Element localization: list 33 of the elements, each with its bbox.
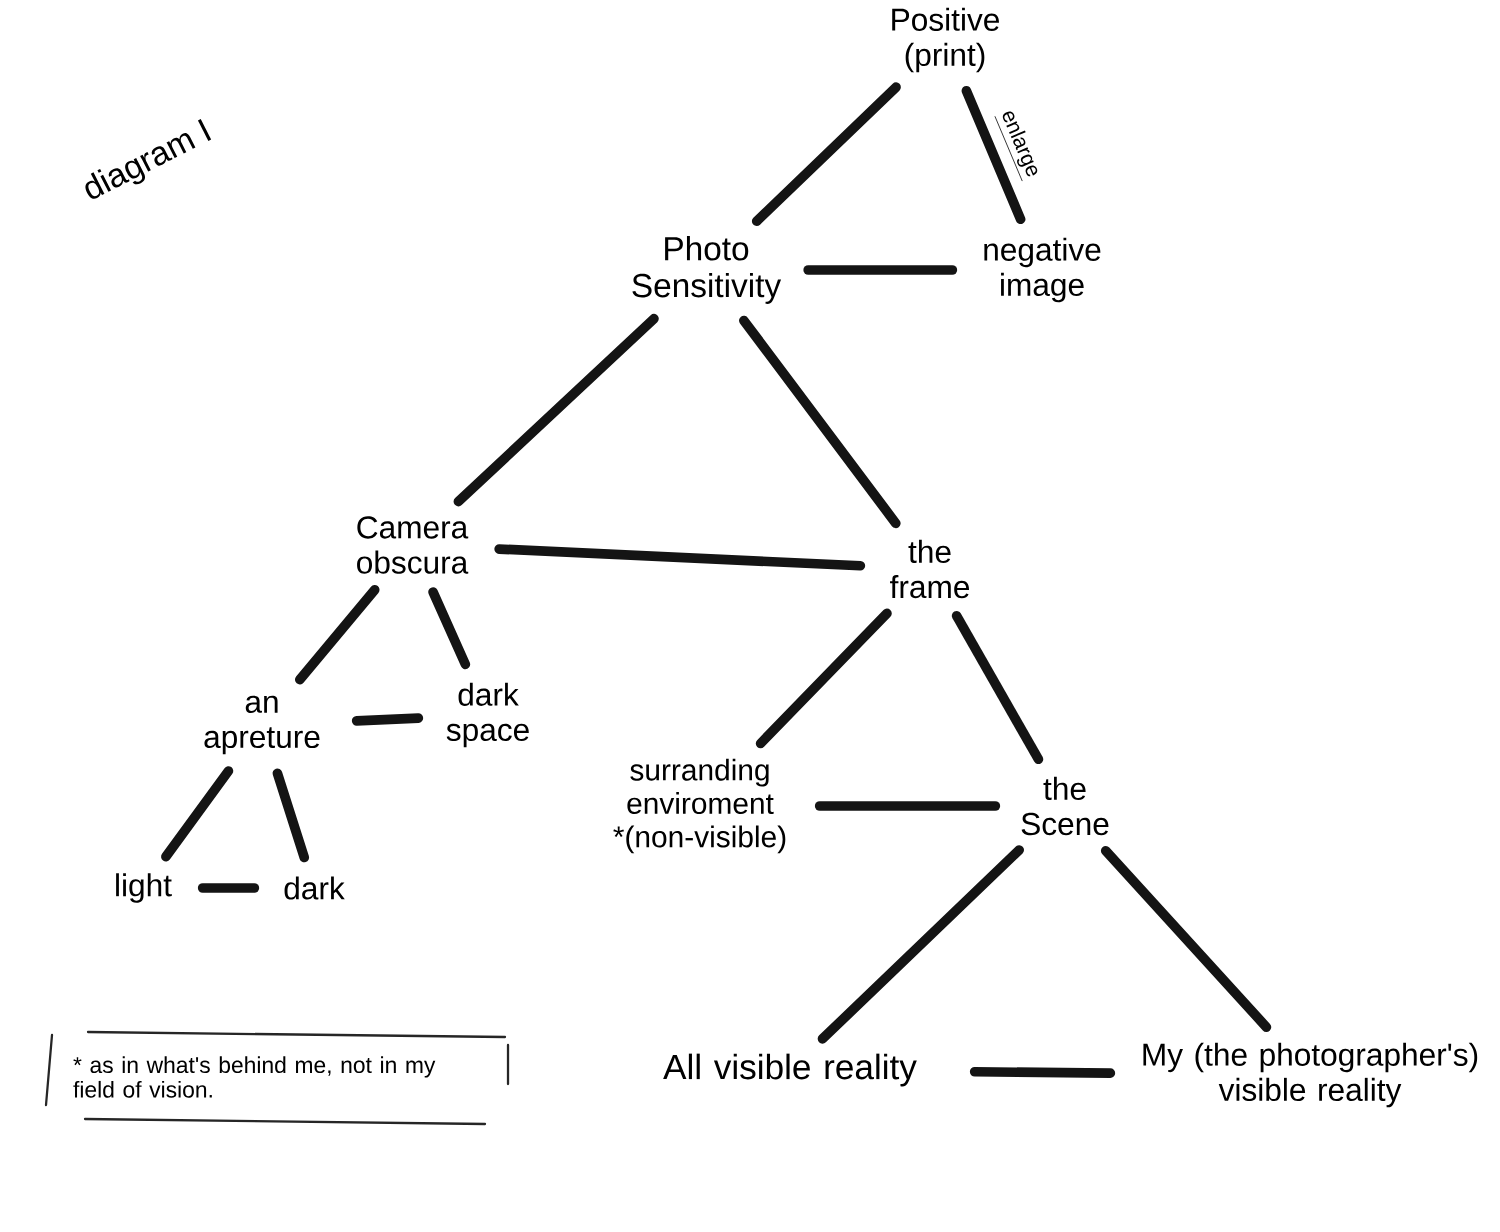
connector-line	[814, 801, 1001, 811]
node-text: Camera obscura	[357, 516, 469, 574]
connector-line	[751, 82, 901, 226]
connector-line	[969, 1066, 1116, 1078]
connector-line	[739, 315, 901, 529]
node-text: dark	[284, 876, 345, 900]
node-text: Photo Sensitivity	[632, 236, 782, 304]
connector-line	[951, 610, 1044, 765]
connector-line	[351, 713, 424, 726]
connector-line	[453, 313, 659, 507]
node-text: My (the photographer's) visible reality	[1143, 1042, 1478, 1108]
connector-line	[494, 544, 866, 571]
connector-line	[817, 845, 1025, 1044]
node-text: an apreture	[204, 695, 320, 755]
connector-line	[161, 766, 234, 862]
connector-line	[272, 768, 310, 863]
node-text: negative image	[984, 237, 1101, 303]
edge-label: enlarge	[990, 104, 1047, 185]
connector-line	[803, 265, 958, 275]
connector-line	[294, 584, 380, 685]
node-text: light	[116, 873, 172, 903]
connector-line	[197, 883, 260, 893]
node-text: dark space	[446, 682, 529, 748]
node-text: surranding enviroment *(non-visible)	[613, 758, 786, 854]
connector-line	[961, 85, 1026, 225]
connector-line	[1100, 845, 1272, 1032]
note-box: * as in what's behind me, not in my field of vision.	[44, 1030, 510, 1126]
node-text: the Scene	[1021, 776, 1109, 836]
node-text: the frame	[890, 539, 970, 599]
connector-line	[428, 587, 471, 670]
connector-line	[755, 608, 892, 749]
node-text: All visible reality	[663, 1053, 917, 1087]
node-text: Positive (print)	[892, 7, 999, 73]
